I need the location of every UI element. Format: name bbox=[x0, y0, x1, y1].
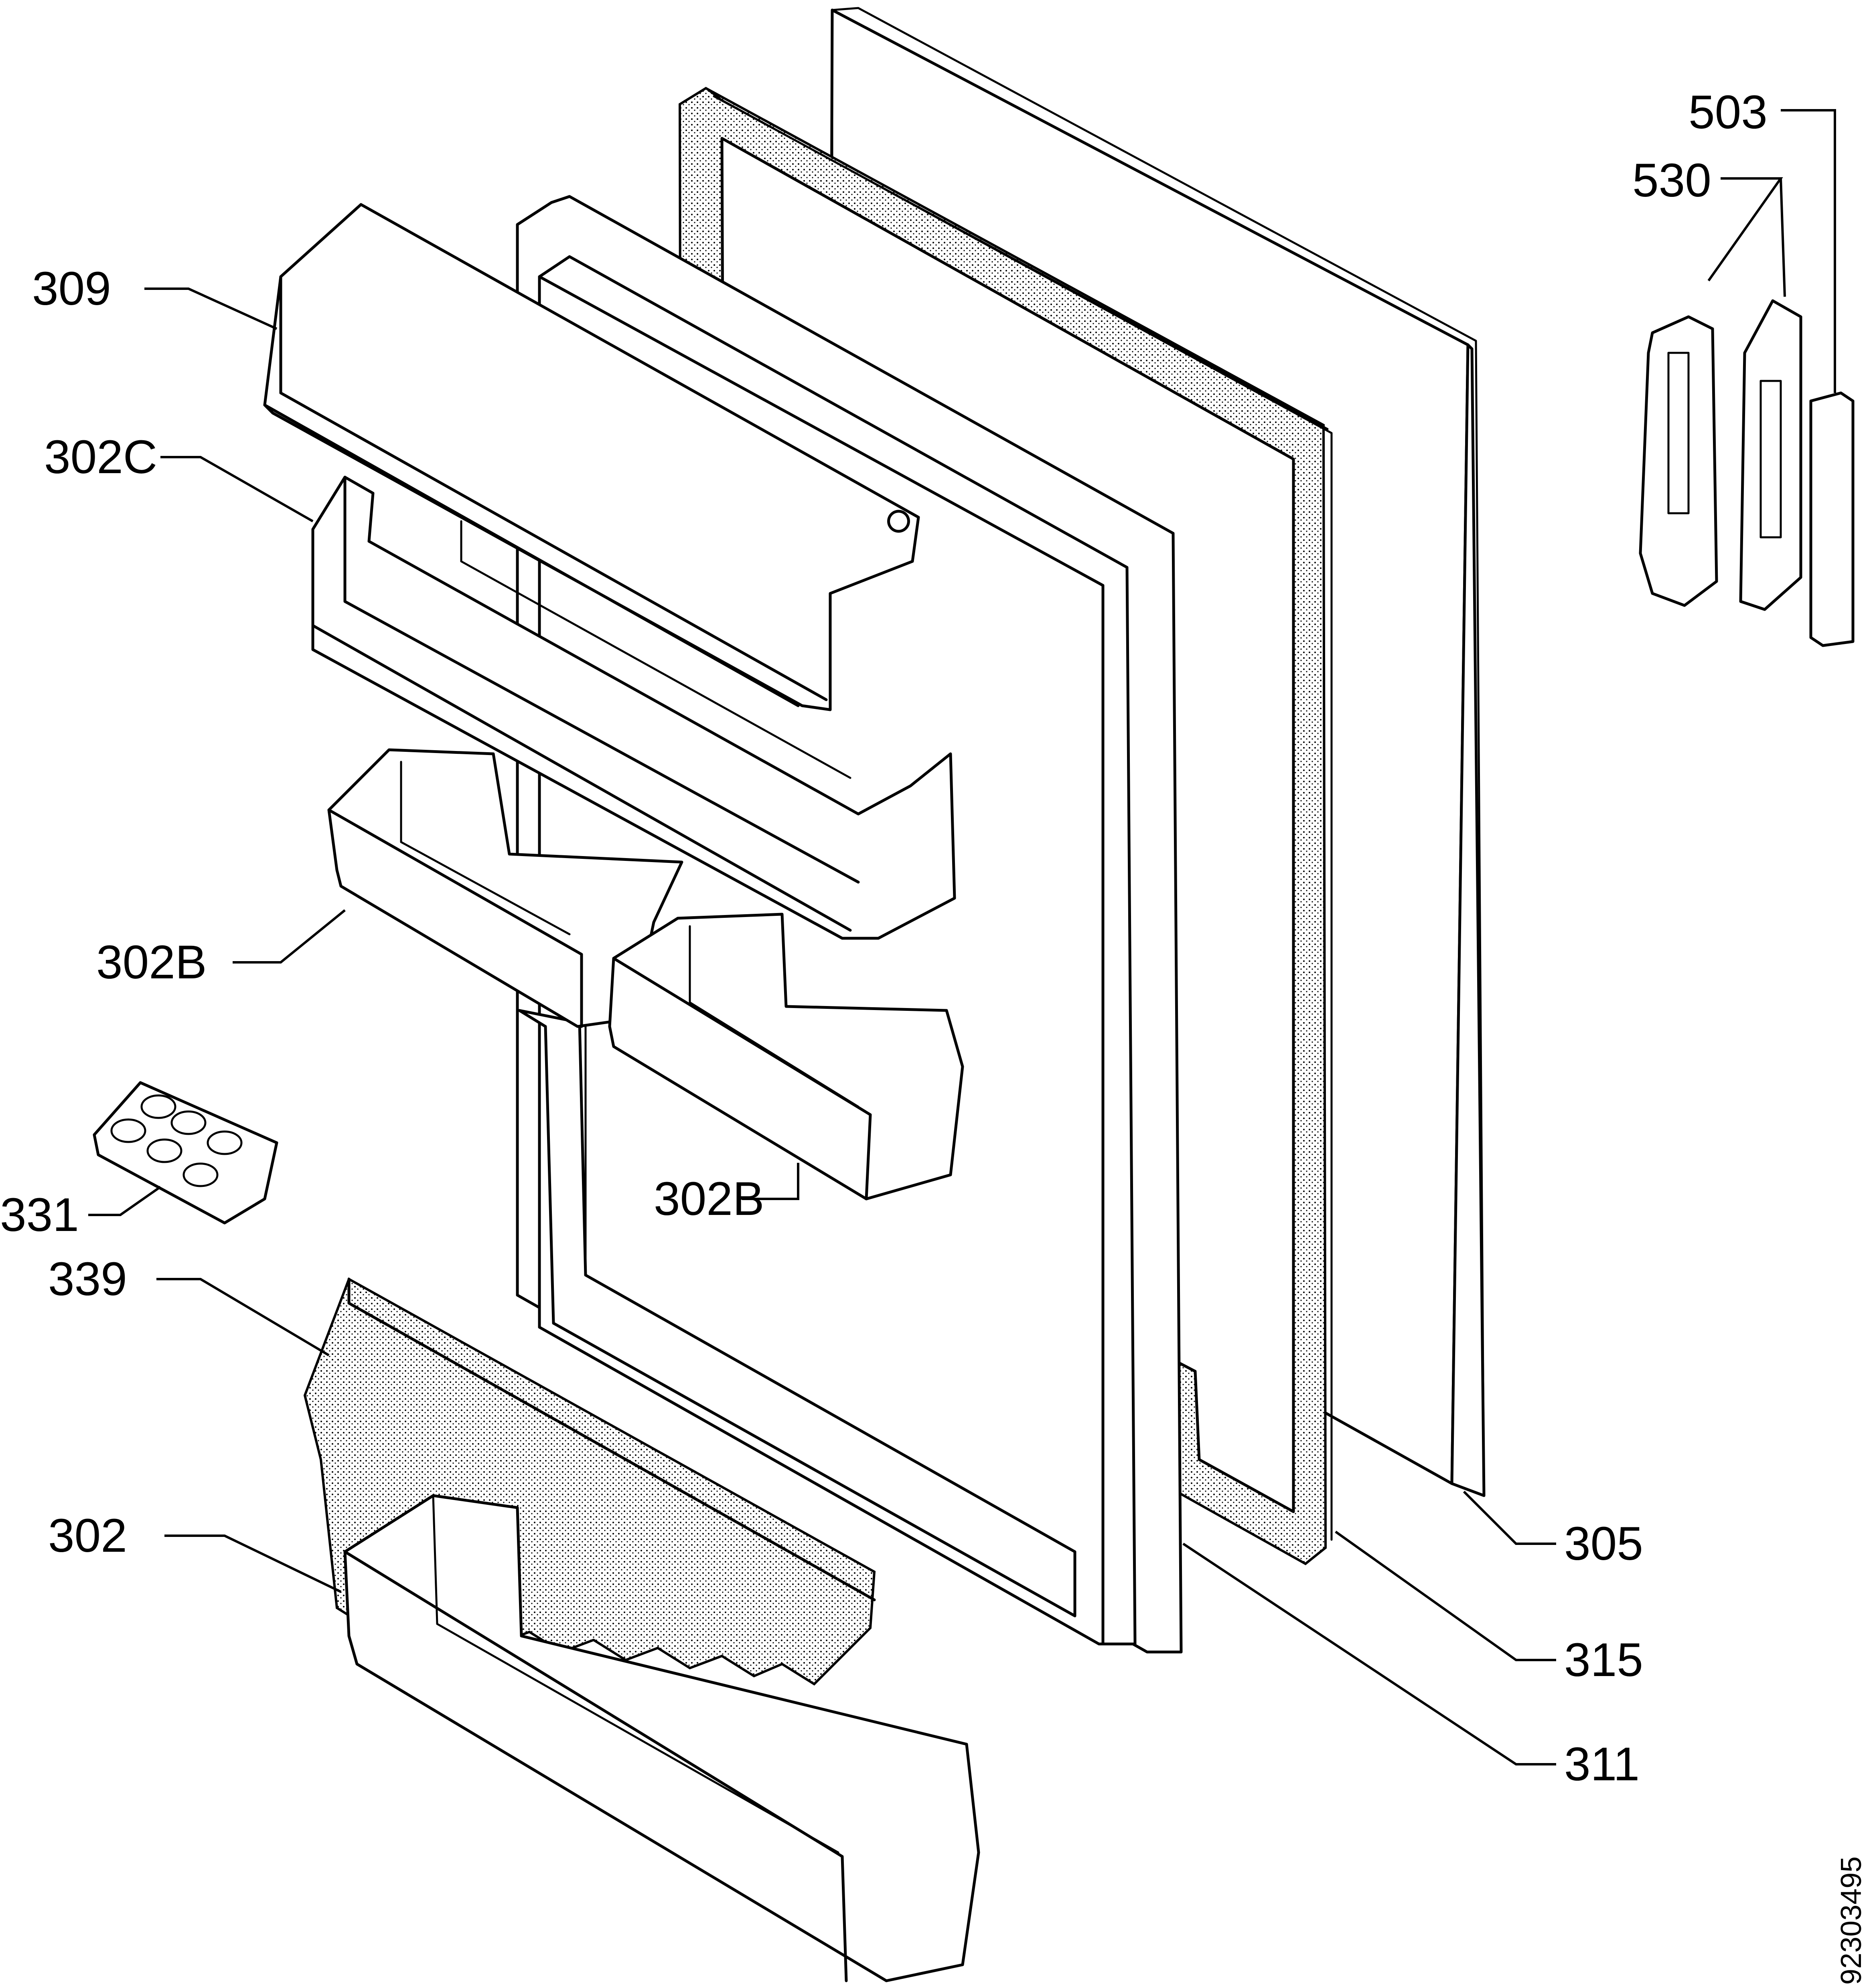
trim-strip-503 bbox=[1809, 391, 1855, 647]
label-311: 311 bbox=[1564, 1738, 1640, 1791]
door-shelf-302c bbox=[311, 476, 956, 940]
label-305: 305 bbox=[1564, 1517, 1643, 1570]
label-339: 339 bbox=[48, 1253, 127, 1306]
label-503: 503 bbox=[1689, 86, 1768, 139]
door-bin-302b-left bbox=[327, 748, 683, 1028]
label-302b-left: 302B bbox=[96, 936, 207, 989]
drawing-number: 92303495 bbox=[1835, 1856, 1867, 1985]
label-302b-right: 302B bbox=[654, 1172, 764, 1225]
label-302: 302 bbox=[48, 1509, 127, 1562]
label-315: 315 bbox=[1564, 1634, 1643, 1686]
label-309: 309 bbox=[32, 262, 111, 315]
leader-lines bbox=[88, 109, 1836, 1765]
label-530: 530 bbox=[1632, 154, 1711, 207]
label-331: 331 bbox=[0, 1188, 79, 1241]
door-bin-302-bottom bbox=[343, 1494, 980, 1982]
label-302c: 302C bbox=[44, 431, 157, 484]
door-bin-302b-right bbox=[608, 913, 964, 1200]
dairy-lid-309 bbox=[263, 203, 920, 711]
egg-tray-331 bbox=[93, 1081, 278, 1225]
hinge-530 bbox=[1639, 299, 1802, 611]
